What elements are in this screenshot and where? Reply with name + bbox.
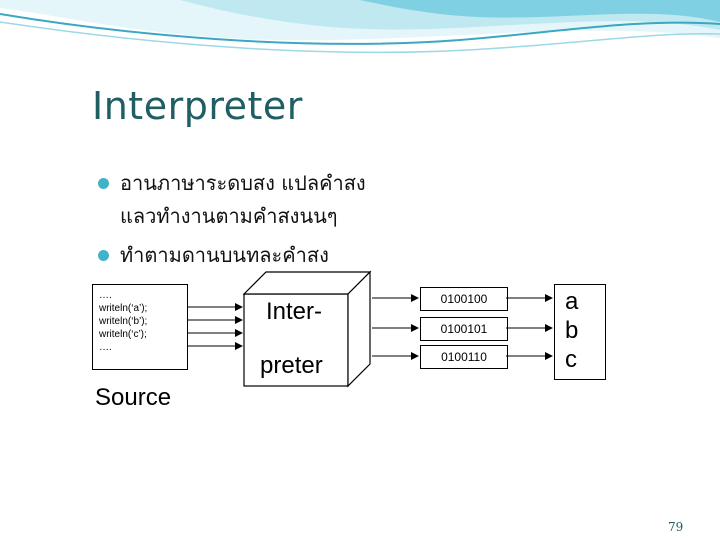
source-label: Source — [95, 384, 172, 411]
interpreter-diagram — [188, 270, 419, 388]
binary-code-box: 0100100 — [420, 287, 508, 311]
bullet-2-line1: ทำตามดานบนทละคำสง — [120, 243, 329, 267]
result-arrows — [506, 294, 553, 360]
source-line: …. — [99, 342, 112, 353]
header-wave-decoration — [0, 0, 720, 70]
output-box: a b c — [554, 284, 606, 380]
bullet-1-line1: อานภาษาระดบสง แปลคำสง — [120, 171, 366, 195]
page-number: 79 — [668, 520, 684, 534]
source-line: …. — [99, 290, 112, 301]
output-char: a — [565, 288, 579, 315]
binary-code-box: 0100101 — [420, 317, 508, 341]
interpreter-label-top: Inter- — [266, 298, 323, 325]
output-char: b — [565, 317, 579, 344]
bullet-1-line2: แลวทำงานตามคำสงนนๆ — [120, 204, 338, 228]
source-line: writeln(‘c’); — [99, 329, 147, 340]
source-code-box: …. writeln(‘a’); writeln(‘b’); writeln(‘… — [92, 284, 188, 370]
source-line: writeln(‘b’); — [99, 316, 148, 327]
cube-side-face — [347, 270, 371, 388]
slide-title: Interpreter — [92, 84, 303, 128]
output-char: c — [565, 346, 577, 373]
bullet-dot-icon — [98, 250, 109, 261]
source-line: writeln(‘a’); — [99, 303, 148, 314]
binary-code-box: 0100110 — [420, 345, 508, 369]
interpreter-label-bottom: preter — [260, 352, 323, 379]
bullet-dot-icon — [98, 178, 109, 189]
